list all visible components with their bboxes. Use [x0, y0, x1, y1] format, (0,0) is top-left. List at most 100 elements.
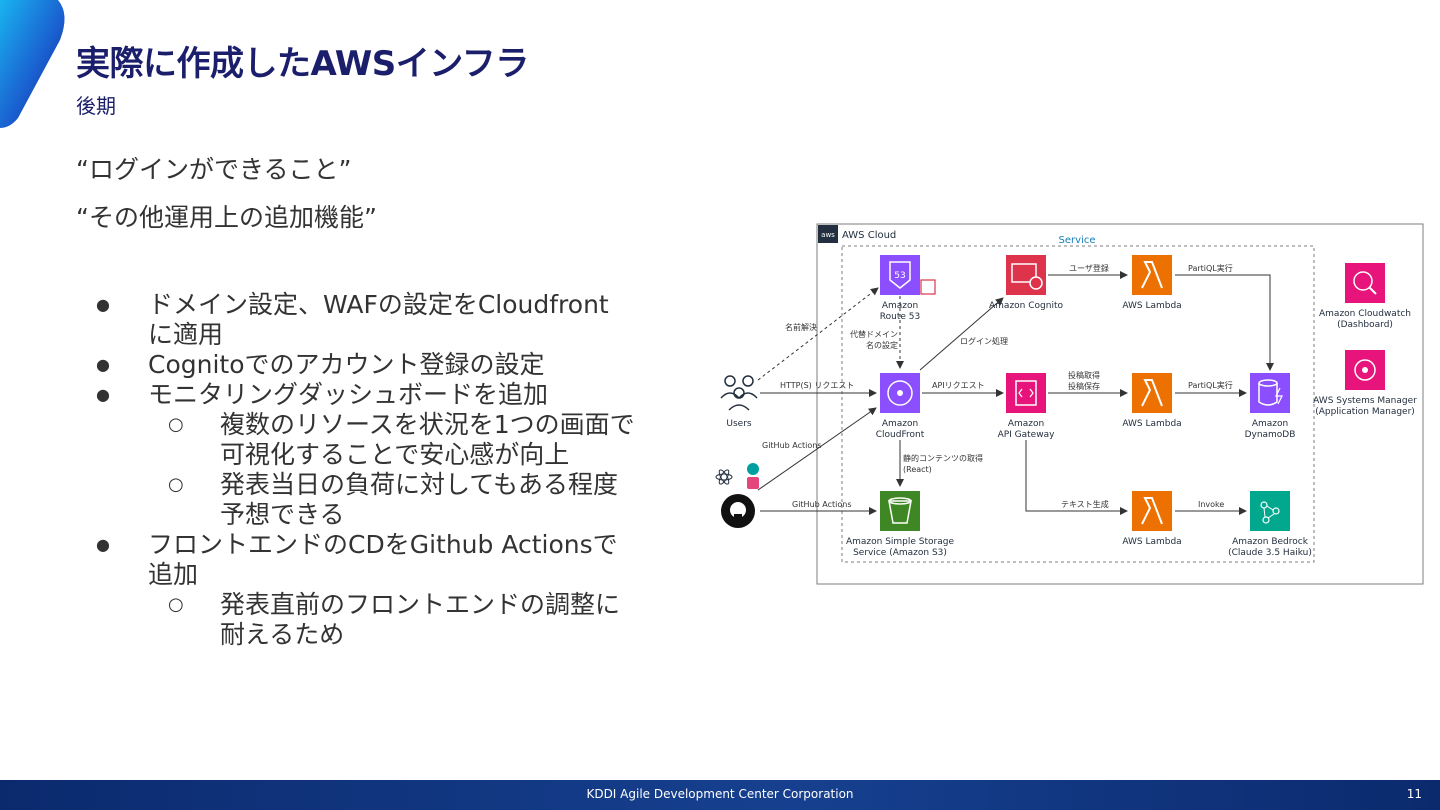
bullet-text: フロントエンドのCDをGithub Actionsで: [148, 530, 618, 559]
api-gateway-icon: [1006, 373, 1046, 413]
label-text-generation: テキスト生成: [1061, 499, 1109, 509]
service-group: [841, 245, 1315, 563]
label-post-get: 投稿取得: [1068, 370, 1100, 380]
ssm-label-2: (Application Manager): [1315, 407, 1415, 417]
s3-icon: [880, 491, 920, 531]
systems-manager-icon: [1345, 350, 1385, 390]
sub-bullet-marker: ○: [168, 414, 184, 435]
users-label: Users: [726, 419, 752, 429]
label-user-registration: ユーザ登録: [1069, 263, 1109, 273]
label-https-request: HTTP(S) リクエスト: [780, 381, 854, 390]
bullet-text: ドメイン設定、WAFの設定をCloudfront: [148, 290, 609, 319]
label-static-content: 静的コンテンツの取得: [903, 453, 983, 463]
edge-partiql-1: [1175, 274, 1274, 371]
api-gateway-label-1: Amazon: [1008, 419, 1044, 429]
service-label: Service: [1059, 235, 1096, 246]
dynamodb-label-2: DynamoDB: [1245, 430, 1296, 440]
aws-logo-text: aws: [821, 231, 835, 239]
cloudwatch-label-1: Amazon Cloudwatch: [1319, 309, 1411, 319]
edge-text-generation: [1025, 440, 1128, 515]
sub-bullet-marker: ○: [168, 474, 184, 495]
cloudwatch-icon: [1345, 263, 1385, 303]
label-login: ログイン処理: [960, 336, 1008, 346]
dynamodb-icon: [1250, 373, 1290, 413]
s3-label-1: Amazon Simple Storage: [846, 537, 955, 547]
sub-bullet-item: ○ 発表直前のフロントエンドの調整に 耐えるため: [96, 590, 706, 650]
edge-github-actions-1: [757, 407, 877, 491]
bullet-item: ● Cognitoでのアカウント登録の設定: [96, 350, 706, 380]
slide-title: 実際に作成したAWSインフラ: [76, 44, 529, 84]
quote-other-features: “その他運用上の追加機能”: [76, 203, 377, 232]
label-name-resolution: 名前解決: [785, 322, 817, 332]
github-icon: [721, 494, 755, 528]
react-icon: [715, 469, 733, 485]
waf-icon: [920, 279, 936, 295]
bullet-marker: ●: [96, 355, 110, 374]
dynamodb-label-1: Amazon: [1252, 419, 1288, 429]
s3-label-2: Service (Amazon S3): [853, 548, 947, 558]
label-alt-domain-1: 代替ドメイン: [850, 329, 898, 339]
lambda-label-1: AWS Lambda: [1122, 301, 1181, 311]
sub-bullet-item: ○ 発表当日の負荷に対してもある程度 予想できる: [96, 470, 706, 530]
bullet-item: ● フロントエンドのCDをGithub Actionsで 追加: [96, 530, 706, 590]
quote-login: “ログインができること”: [76, 155, 352, 184]
sub-bullet-text: 発表当日の負荷に対してもある程度: [220, 470, 619, 499]
aws-logo-icon: aws: [818, 225, 838, 243]
bolt-icon: [747, 463, 759, 475]
footer-organization: KDDI Agile Development Center Corporatio…: [586, 787, 854, 801]
cloudfront-label-1: Amazon: [882, 419, 918, 429]
lambda-label-2: AWS Lambda: [1122, 419, 1181, 429]
sub-bullet-text-cont: 耐えるため: [220, 620, 345, 649]
sub-bullet-item: ○ 複数のリソースを状況を1つの画面で 可視化することで安心感が向上: [96, 410, 706, 470]
label-static-react: (React): [903, 465, 932, 474]
lambda-icon: [1132, 255, 1172, 295]
edge-login: [919, 297, 1004, 371]
cognito-icon: [1006, 255, 1046, 295]
lambda-label-3: AWS Lambda: [1122, 537, 1181, 547]
bullet-item: ● モニタリングダッシュボードを追加: [96, 380, 706, 410]
ssm-label-1: AWS Systems Manager: [1313, 396, 1417, 406]
bedrock-icon: [1250, 491, 1290, 531]
bedrock-label-1: Amazon Bedrock: [1232, 537, 1309, 547]
aws-cloud-label: AWS Cloud: [842, 230, 896, 241]
label-partiql-1: PartiQL実行: [1188, 263, 1233, 273]
lambda-icon: [1132, 491, 1172, 531]
page-number: 11: [1406, 787, 1422, 801]
users-icon: [720, 375, 758, 411]
route53-label-1: Amazon: [882, 301, 918, 311]
storybook-icon: [747, 477, 759, 489]
label-partiql-2: PartiQL実行: [1188, 380, 1233, 390]
sub-bullet-text-cont: 可視化することで安心感が向上: [220, 440, 570, 469]
bullet-text: モニタリングダッシュボードを追加: [148, 380, 549, 409]
footer-bar: KDDI Agile Development Center Corporatio…: [0, 780, 1440, 810]
slide-subtitle: 後期: [76, 94, 116, 118]
label-github-actions-2: GitHub Actions: [792, 500, 852, 509]
architecture-diagram: aws AWS Cloud Service 名前解決 代替ドメイン 名の設定 ロ…: [715, 223, 1424, 585]
edge-name-resolution: [757, 287, 879, 381]
route53-badge: 53: [894, 271, 905, 281]
bullet-text-cont: に適用: [148, 320, 224, 349]
cloudfront-label-2: CloudFront: [876, 430, 925, 440]
sub-bullet-text: 複数のリソースを状況を1つの画面で: [220, 410, 635, 439]
label-github-actions-1: GitHub Actions: [762, 441, 822, 450]
bullet-text: Cognitoでのアカウント登録の設定: [148, 350, 545, 379]
sub-bullet-text-cont: 予想できる: [220, 500, 345, 529]
bullet-marker: ●: [96, 385, 110, 404]
cognito-label: Amazon Cognito: [989, 301, 1063, 311]
cloudfront-icon: [880, 373, 920, 413]
route53-label-2: Route 53: [880, 312, 920, 322]
bedrock-label-2: (Claude 3.5 Haiku): [1228, 548, 1312, 558]
api-gateway-label-2: API Gateway: [998, 430, 1056, 440]
lambda-icon: [1132, 373, 1172, 413]
bullet-marker: ●: [96, 535, 110, 554]
bullet-text-cont: 追加: [148, 560, 199, 589]
route53-icon: 53: [880, 255, 920, 295]
cloudwatch-label-2: (Dashboard): [1337, 320, 1393, 330]
label-invoke: Invoke: [1198, 500, 1224, 509]
bullet-item: ● ドメイン設定、WAFの設定をCloudfront に適用: [96, 290, 706, 350]
sub-bullet-marker: ○: [168, 594, 184, 615]
sub-bullet-text: 発表直前のフロントエンドの調整に: [220, 590, 621, 619]
bullet-marker: ●: [96, 295, 110, 314]
label-alt-domain-2: 名の設定: [866, 340, 898, 350]
label-api-request: APIリクエスト: [932, 381, 985, 390]
